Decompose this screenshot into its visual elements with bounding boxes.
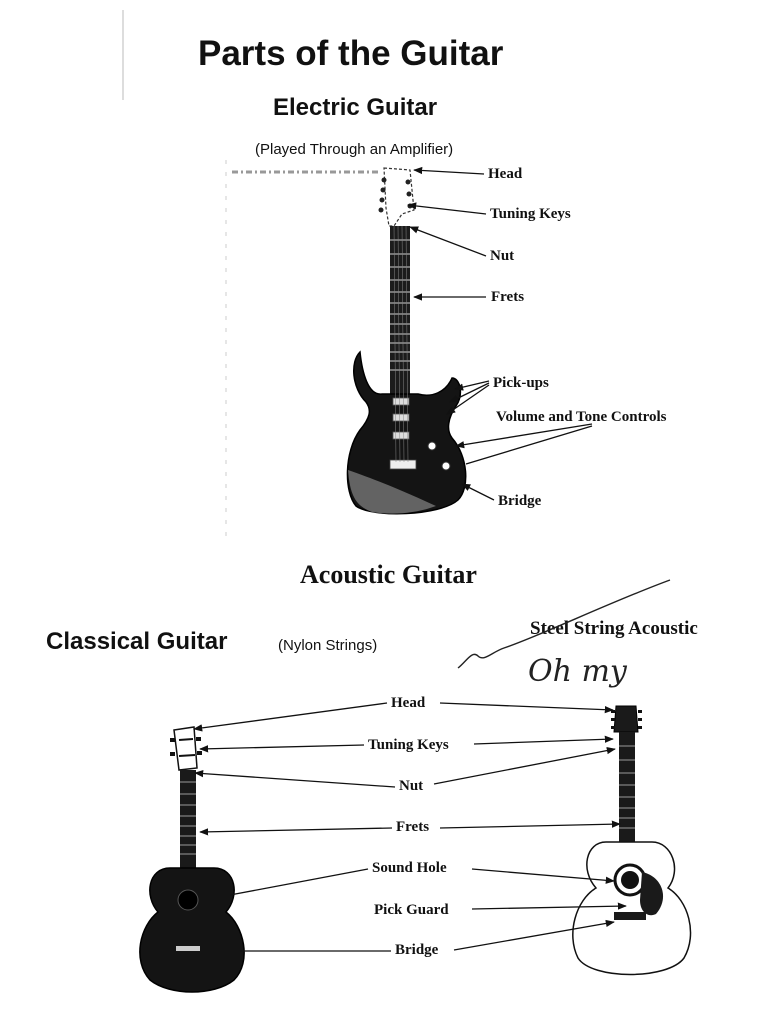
- acoustic-label-head: Head: [391, 695, 426, 711]
- classical-fret-lines: [180, 781, 196, 855]
- steel-bridge: [614, 912, 646, 920]
- electric-body-shade: [348, 470, 436, 514]
- electric-control-knob: [441, 461, 451, 471]
- steel-neck: [619, 732, 635, 842]
- electric-label-nut: Nut: [490, 248, 515, 264]
- electric-control-knob: [427, 441, 437, 451]
- electric-headstock: [383, 167, 415, 227]
- handwritten-scribble: [457, 579, 671, 669]
- electric-heading: Electric Guitar: [273, 94, 438, 121]
- electric-leader-lines: [407, 166, 593, 501]
- electric-label-frets: Frets: [491, 289, 525, 305]
- electric-label-bridge: Bridge: [498, 493, 542, 509]
- classical-tuning-keys: [170, 737, 202, 756]
- classical-bridge: [176, 946, 200, 951]
- electric-strings: [393, 225, 409, 463]
- page-title: Parts of the Guitar: [198, 34, 504, 73]
- classical-guitar-drawing: [139, 726, 245, 993]
- electric-subheading: (Played Through an Amplifier): [255, 141, 454, 158]
- classical-heading: Classical Guitar: [46, 628, 228, 655]
- electric-fret-lines: [390, 239, 410, 371]
- electric-label-head: Head: [488, 166, 523, 182]
- electric-label-tuning-keys: Tuning Keys: [490, 206, 571, 222]
- acoustic-label-frets: Frets: [396, 819, 430, 835]
- electric-guitar-drawing: [346, 167, 467, 515]
- handwritten-note: Oh my: [528, 654, 627, 689]
- electric-pickup: [392, 397, 410, 406]
- acoustic-label-nut: Nut: [399, 778, 424, 794]
- classical-body: [139, 867, 245, 993]
- steel-pick-guard: [640, 872, 664, 916]
- classical-headstock: [173, 726, 198, 771]
- steel-headstock: [613, 705, 639, 733]
- steel-guitar-drawing: [572, 705, 692, 976]
- acoustic-leader-lines: [193, 702, 627, 952]
- classical-sound-hole: [177, 889, 199, 911]
- electric-label-pick-ups: Pick-ups: [493, 375, 549, 391]
- electric-bridge: [389, 459, 417, 470]
- electric-pickup: [392, 431, 410, 440]
- classical-neck: [180, 770, 196, 870]
- classical-note: (Nylon Strings): [278, 637, 378, 654]
- steel-heading: Steel String Acoustic: [530, 618, 698, 639]
- acoustic-label-sound-hole: Sound Hole: [372, 860, 447, 876]
- acoustic-heading: Acoustic Guitar: [300, 560, 477, 589]
- electric-label-volume-tone: Volume and Tone Controls: [496, 409, 667, 425]
- electric-pickup: [392, 413, 410, 422]
- steel-body: [572, 841, 692, 976]
- steel-fret-lines: [619, 745, 635, 829]
- steel-sound-hole-inner: [621, 871, 639, 889]
- acoustic-label-pick-guard: Pick Guard: [374, 902, 449, 918]
- acoustic-label-bridge: Bridge: [395, 942, 439, 958]
- acoustic-label-tuning-keys: Tuning Keys: [368, 737, 449, 753]
